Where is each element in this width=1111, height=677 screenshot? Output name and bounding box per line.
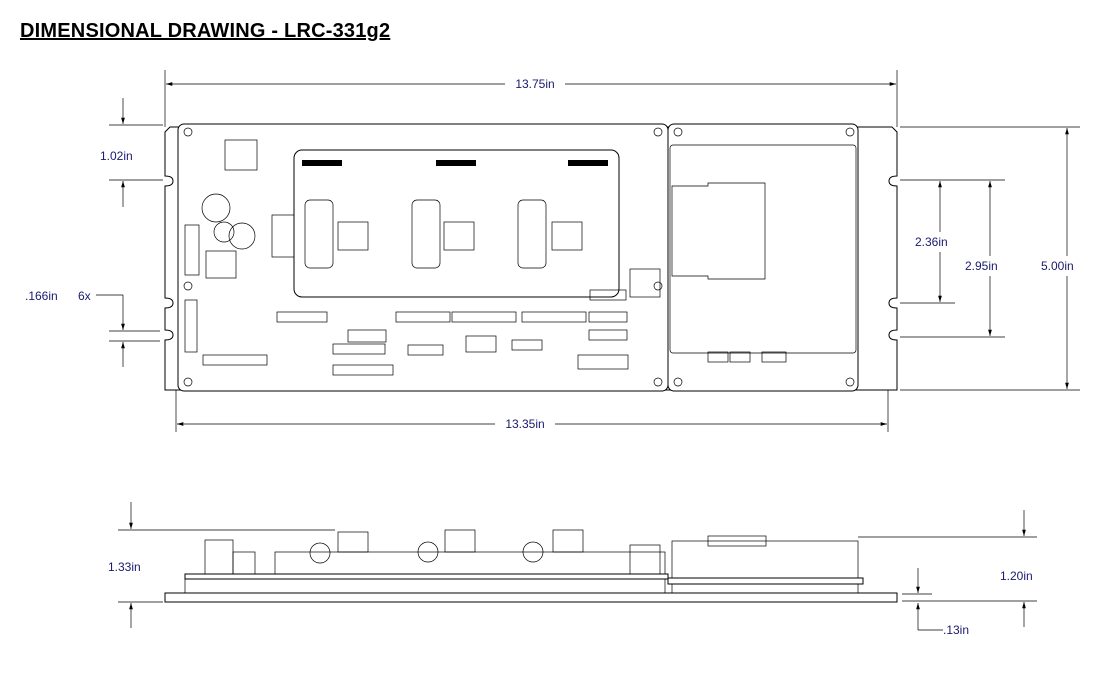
drawing-title: DIMENSIONAL DRAWING - LRC-331g2 (20, 20, 391, 42)
top-view: 13.75in 13.35in 1.02in .166in 6x 2.36in … (25, 70, 1080, 432)
daughter-board-side (667, 577, 864, 585)
transformer-cover (293, 149, 620, 298)
capacitors (201, 193, 256, 250)
side-components (184, 529, 859, 594)
main-board-side (184, 573, 669, 580)
overall-height-label: 5.00in (1041, 259, 1074, 273)
side-overall-height-label: 1.33in (108, 560, 141, 574)
component-height-label: 1.20in (1000, 569, 1033, 583)
pin-headers (302, 160, 608, 166)
overall-width-label: 13.75in (515, 77, 554, 91)
mounting-screws (183, 127, 855, 387)
plate-thickness-label: .13in (943, 623, 969, 637)
terminal-block (224, 139, 258, 171)
slot-spacing-a-label: 2.36in (915, 235, 948, 249)
board-width-label: 13.35in (505, 417, 544, 431)
connectors (184, 224, 787, 376)
daughter-module (669, 144, 857, 354)
side-view: 1.33in 1.20in .13in (108, 502, 1037, 637)
mounting-plate-outline (164, 126, 898, 391)
top-to-slot-label: 1.02in (100, 149, 133, 163)
slot-spacing-b-label: 2.95in (965, 259, 998, 273)
slot-size-label: .166in (25, 289, 58, 303)
ethernet-jack-right (629, 268, 661, 298)
daughter-board (667, 123, 859, 392)
daughter-connector (671, 182, 766, 280)
slot-count-label: 6x (78, 289, 91, 303)
transformers (271, 199, 583, 269)
ethernet-jack-left (205, 250, 237, 279)
base-plate (164, 592, 898, 603)
